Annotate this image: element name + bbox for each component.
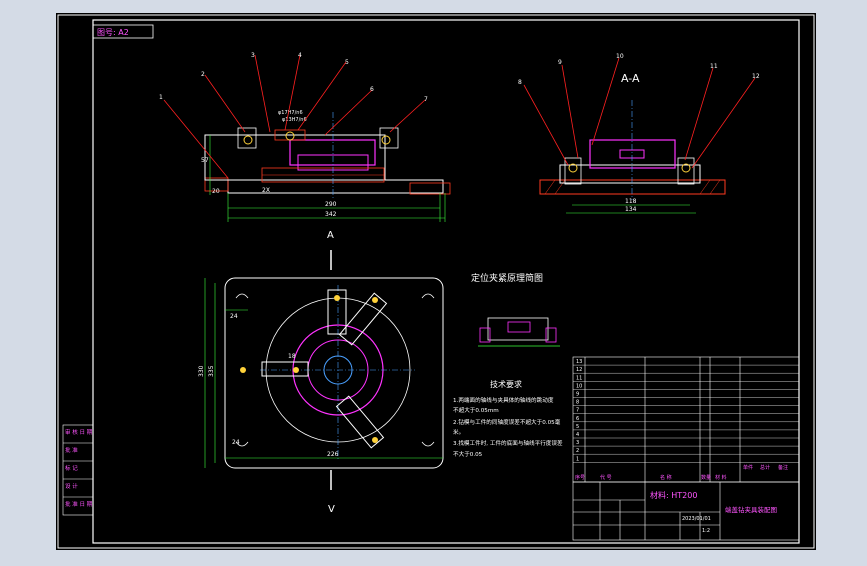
left-title-strip <box>62 424 94 516</box>
svg-text:7: 7 <box>424 96 428 103</box>
bom-row-number: 2 <box>576 448 579 454</box>
sheet-label: 图号: A2 <box>97 28 129 37</box>
svg-text:设 计: 设 计 <box>65 482 78 490</box>
svg-text:备注: 备注 <box>778 464 788 471</box>
svg-text:3.找模工件时, 工件的底面与轴线平行度误差: 3.找模工件时, 工件的底面与轴线平行度误差 <box>453 439 563 447</box>
bom-numbers: 13 12 11 10 9 8 7 6 5 4 3 2 1 <box>576 359 582 462</box>
dim-24b: 24 <box>232 439 240 446</box>
front-view-balloons: 1 2 3 4 5 6 7 <box>159 52 428 103</box>
svg-text:代 号: 代 号 <box>600 474 612 481</box>
dim-20: 20 <box>212 188 220 195</box>
svg-text:不超大于0.05mm: 不超大于0.05mm <box>453 406 499 414</box>
svg-text:批 准 日 期: 批 准 日 期 <box>65 500 93 508</box>
svg-text:2: 2 <box>201 71 205 78</box>
svg-text:5: 5 <box>345 59 349 66</box>
bom-row-number: 3 <box>576 440 579 446</box>
section-balloons: 8 9 10 11 12 <box>518 53 760 86</box>
schematic-title: 定位夹紧原理简图 <box>471 272 543 284</box>
plan-view: 330 335 24 24 18 226 <box>198 277 444 469</box>
title-date: 2023/01/01 <box>682 516 711 522</box>
svg-text:材 料: 材 料 <box>715 474 727 481</box>
svg-text:总计: 总计 <box>760 464 770 471</box>
bom-row-number: 13 <box>576 359 582 365</box>
bom-row-number: 12 <box>576 367 582 373</box>
svg-text:8: 8 <box>518 79 522 86</box>
bom-rows <box>573 364 799 463</box>
dim-342: 342 <box>325 211 337 218</box>
dim-2x: 2X <box>262 187 270 194</box>
dim-18: 18 <box>288 353 296 360</box>
svg-text:米。: 米。 <box>453 428 464 436</box>
front-view: 57 20 2X 290 342 φ17H7/n6 φ13H7/n6 <box>163 54 451 222</box>
bom-row-number: 8 <box>576 400 579 406</box>
inner-frame <box>92 19 800 544</box>
svg-text:不大于0.05: 不大于0.05 <box>453 450 483 458</box>
drawing-sheet <box>56 13 816 550</box>
svg-text:12: 12 <box>752 73 760 80</box>
svg-text:1: 1 <box>159 94 163 101</box>
dim-226: 226 <box>327 451 339 458</box>
bom-row-number: 4 <box>576 432 579 438</box>
svg-text:3: 3 <box>251 52 255 59</box>
svg-text:9: 9 <box>558 59 562 66</box>
svg-text:6: 6 <box>370 86 374 93</box>
dim-335: 335 <box>208 365 215 377</box>
svg-text:4: 4 <box>298 52 302 59</box>
svg-text:批 准: 批 准 <box>65 446 78 454</box>
svg-text:数量: 数量 <box>701 474 711 481</box>
material-label: 材料: HT200 <box>650 490 697 500</box>
tech-req-title: 技术要求 <box>490 379 522 389</box>
bom-row-number: 9 <box>576 392 579 398</box>
bom-row-number: 5 <box>576 424 579 430</box>
bom-row-number: 10 <box>576 383 582 389</box>
dim-330: 330 <box>198 365 205 377</box>
section-view: 118 134 <box>523 57 756 214</box>
drawing-name: 端盖钻夹具装配图 <box>725 505 777 514</box>
view-arrow-a: A <box>327 230 334 241</box>
view-arrow-v: V <box>328 504 335 515</box>
dim-24a: 24 <box>230 313 238 320</box>
title-block <box>572 481 800 541</box>
bom-row-number: 1 <box>576 456 579 462</box>
tech-req-text: 1.两端面的轴线与夹具体的轴线的跳动度 不超大于0.05mm 2.钻模与工件的同… <box>453 396 563 458</box>
dim-118: 118 <box>625 198 637 205</box>
svg-text:审 核 日 期: 审 核 日 期 <box>65 428 93 436</box>
dim-57: 57 <box>201 157 209 164</box>
svg-text:10: 10 <box>616 53 624 60</box>
schematic-sketch <box>478 317 560 347</box>
svg-text:1.两端面的轴线与夹具体的轴线的跳动度: 1.两端面的轴线与夹具体的轴线的跳动度 <box>453 396 554 404</box>
left-title-strip-labels: 审 核 日 期 批 准 标 记 设 计 批 准 日 期 <box>65 428 93 508</box>
bom-footer: 序号 代 号 名 称 数量 材 料 单件 总计 备注 <box>575 464 788 481</box>
bom-row-number: 11 <box>576 375 582 381</box>
bom-row-number: 7 <box>576 408 579 414</box>
section-title: A-A <box>621 72 640 85</box>
svg-text:序号: 序号 <box>575 474 585 481</box>
fit-1: φ17H7/n6 <box>278 110 303 116</box>
svg-text:标 记: 标 记 <box>65 464 78 472</box>
svg-text:单件: 单件 <box>743 464 753 471</box>
bom-row-number: 6 <box>576 416 579 422</box>
svg-text:2.钻模与工件的同轴度误差不超大于0.05毫: 2.钻模与工件的同轴度误差不超大于0.05毫 <box>453 418 561 426</box>
dim-290: 290 <box>325 201 337 208</box>
fit-2: φ13H7/n6 <box>282 117 307 123</box>
dim-134: 134 <box>625 206 637 213</box>
title-scale: 1:2 <box>702 528 710 534</box>
svg-text:11: 11 <box>710 63 718 70</box>
sheet-border <box>57 14 815 549</box>
svg-text:名 称: 名 称 <box>660 474 672 481</box>
